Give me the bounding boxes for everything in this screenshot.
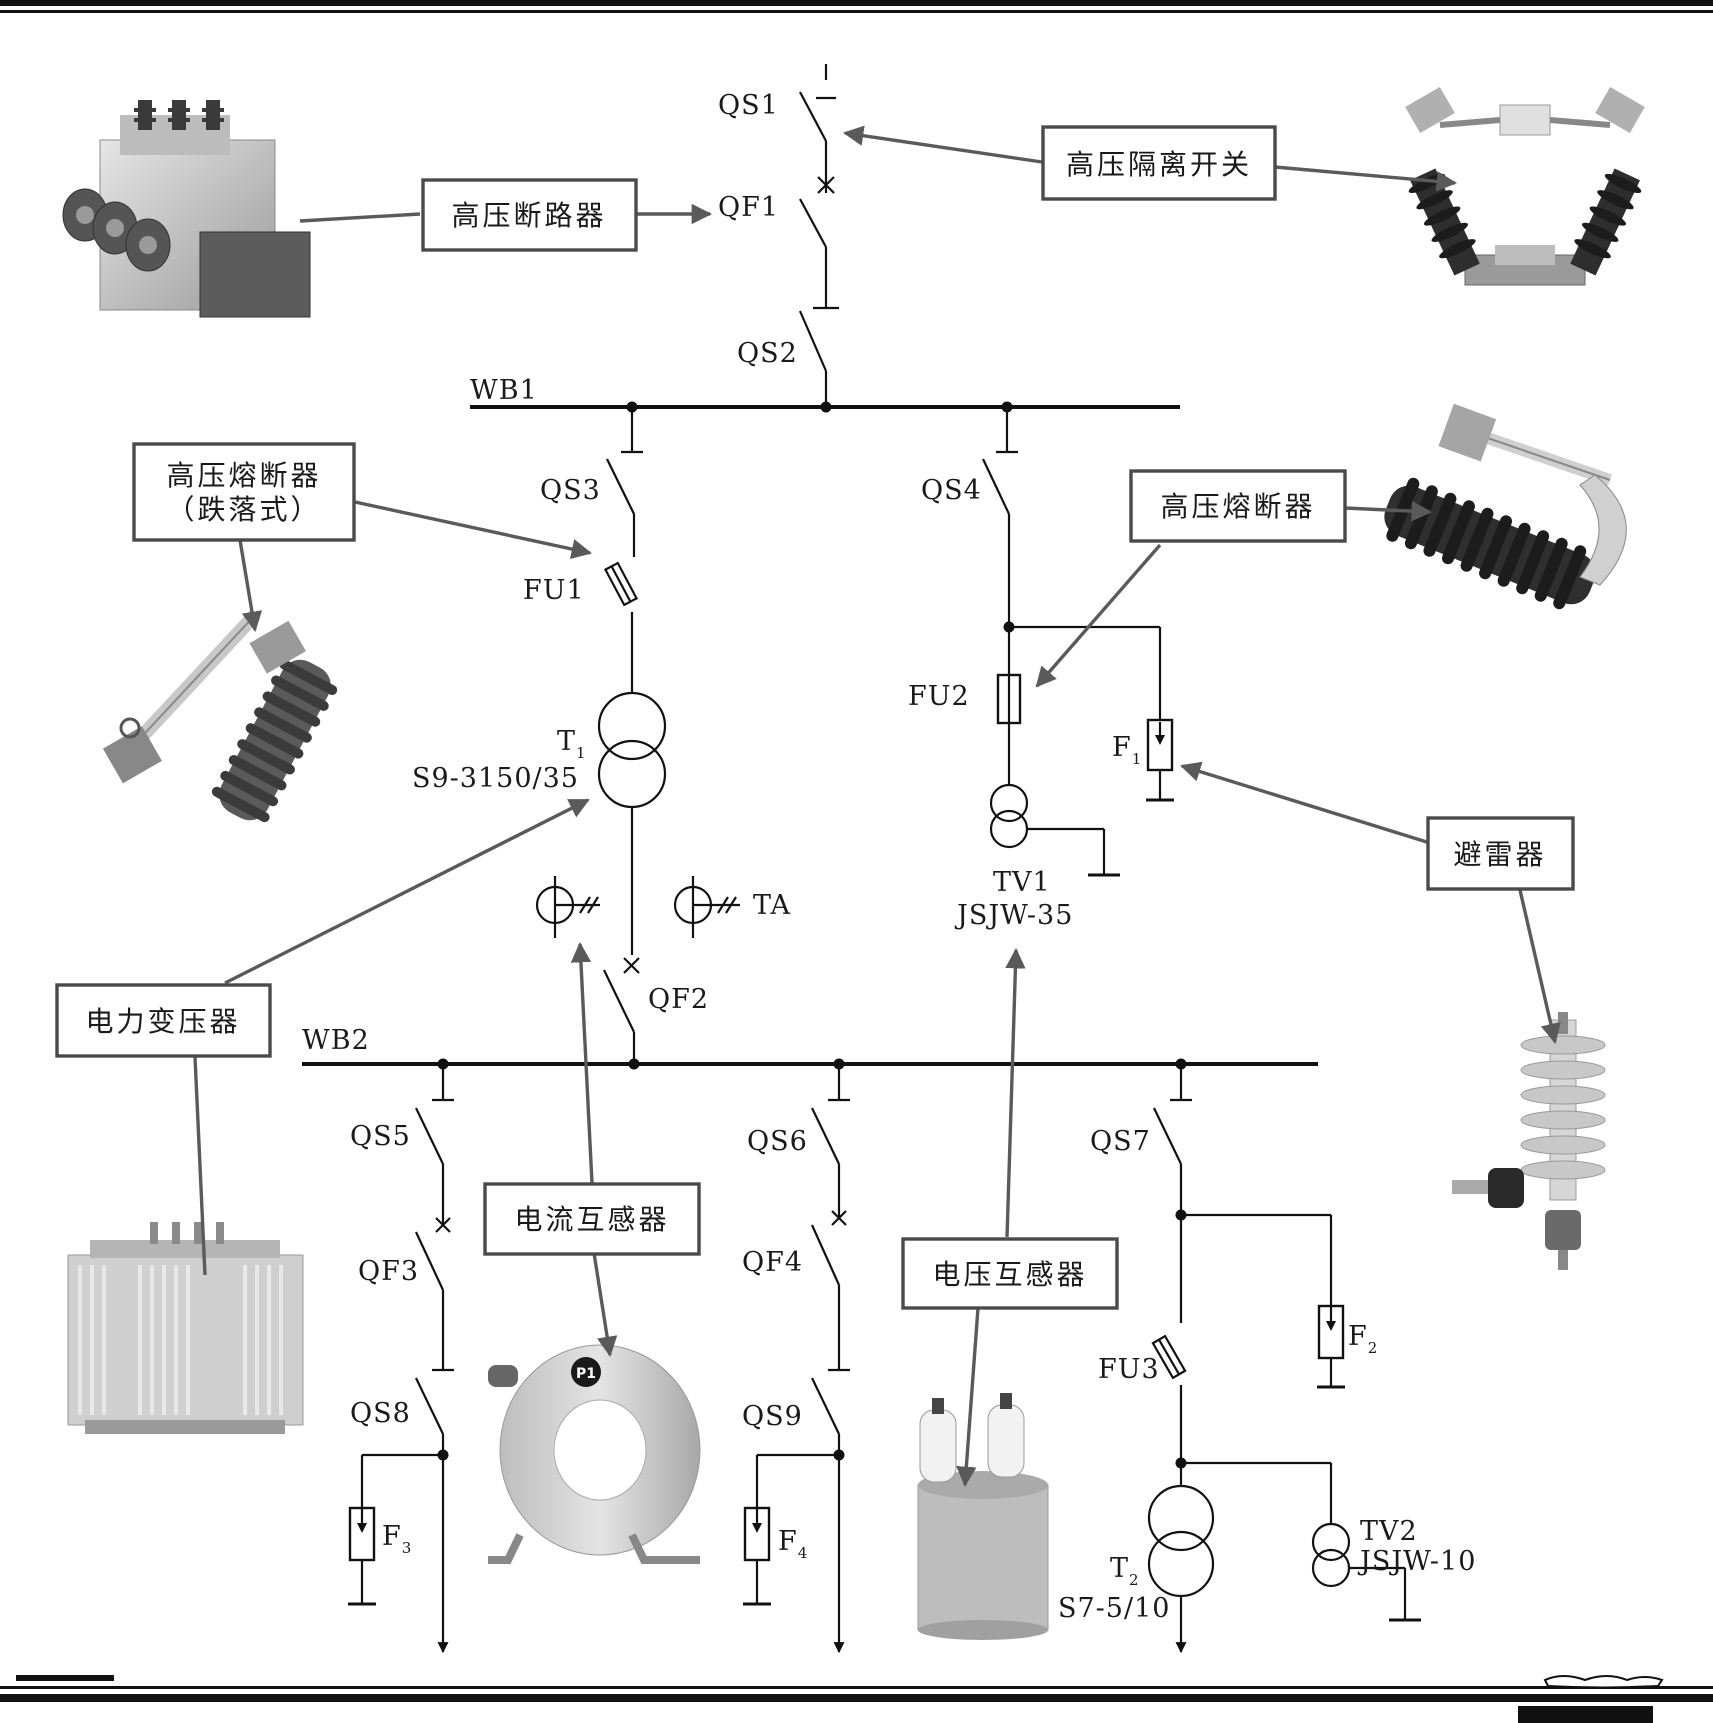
power-transformer-photo xyxy=(67,1222,304,1434)
wb2-junctions xyxy=(432,1058,1192,1102)
branch-voltage-transformer-tv1 xyxy=(982,458,1174,877)
callout-voltage-transformer-text: 电压互感器 xyxy=(932,1258,1087,1291)
ct-badge-text: P1 xyxy=(576,1366,596,1382)
label-qs3: QS3 xyxy=(540,475,601,506)
branch-transformer-t1 xyxy=(535,458,740,1064)
label-f2: F2 xyxy=(1348,1321,1378,1357)
drop-out-fuse-photo xyxy=(102,610,338,823)
callout-power-transformer: 电力变压器 xyxy=(55,983,272,1058)
label-fu2: FU2 xyxy=(908,681,970,712)
wb1-junctions xyxy=(621,401,1018,454)
label-qf1: QF1 xyxy=(718,192,779,223)
callout-breaker-text: 高压断路器 xyxy=(451,199,606,232)
label-f3: F3 xyxy=(382,1521,412,1557)
label-tv2-model: JSJW-10 xyxy=(1357,1546,1476,1577)
callout-current-transformer-text: 电流互感器 xyxy=(514,1203,669,1236)
label-qs5: QS5 xyxy=(350,1121,411,1152)
callout-drop-fuse: 高压熔断器 （跌落式） xyxy=(132,442,356,542)
label-qs8: QS8 xyxy=(350,1398,411,1429)
label-qs6: QS6 xyxy=(747,1126,808,1157)
callout-drop-fuse-line2: （跌落式） xyxy=(166,493,321,526)
callout-fuse: 高压熔断器 xyxy=(1129,469,1347,543)
callout-arrows xyxy=(193,125,1561,1488)
callout-breaker: 高压断路器 xyxy=(421,178,638,252)
label-ta: TA xyxy=(753,890,791,921)
label-fu1: FU1 xyxy=(523,575,585,606)
hv-fuse-photo xyxy=(1384,403,1627,610)
callout-power-transformer-text: 电力变压器 xyxy=(85,1005,240,1038)
callout-arrester-text: 避雷器 xyxy=(1453,838,1546,871)
lightning-arrester-photo xyxy=(1452,1012,1606,1270)
callout-voltage-transformer: 电压互感器 xyxy=(901,1237,1119,1310)
label-t1-model: S9-3150/35 xyxy=(412,763,579,794)
label-t2: T2 xyxy=(1110,1553,1140,1589)
label-qs2: QS2 xyxy=(737,338,798,369)
isolator-switch-photo xyxy=(1405,87,1645,286)
feeder-1 xyxy=(348,1107,454,1654)
label-qs4: QS4 xyxy=(921,475,982,506)
label-fu3: FU3 xyxy=(1098,1354,1160,1385)
label-qf3: QF3 xyxy=(358,1256,419,1287)
label-t2-model: S7-5/10 xyxy=(1058,1593,1170,1624)
label-tv1-model: JSJW-35 xyxy=(954,900,1073,931)
label-tv2: TV2 xyxy=(1360,1516,1418,1547)
label-qf4: QF4 xyxy=(742,1247,803,1278)
label-f1: F1 xyxy=(1112,732,1142,768)
current-transformer-photo: P1 xyxy=(488,1344,701,1564)
label-tv1: TV1 xyxy=(993,867,1051,898)
label-qs7: QS7 xyxy=(1090,1126,1151,1157)
callout-drop-fuse-line1: 高压熔断器 xyxy=(166,459,321,492)
callout-isolator-text: 高压隔离开关 xyxy=(1066,148,1252,181)
label-t1: T1 xyxy=(557,726,587,762)
label-wb2: WB2 xyxy=(302,1025,370,1056)
callout-fuse-text: 高压熔断器 xyxy=(1160,490,1315,523)
label-qf2: QF2 xyxy=(648,984,709,1015)
voltage-transformer-photo xyxy=(917,1393,1049,1640)
top-feeder xyxy=(798,64,839,407)
feeder-3 xyxy=(1147,1107,1421,1654)
label-wb1: WB1 xyxy=(470,375,538,406)
label-qs1: QS1 xyxy=(718,90,779,121)
circuit-breaker-photo xyxy=(62,100,311,318)
feeder-2 xyxy=(743,1107,850,1654)
callout-isolator: 高压隔离开关 xyxy=(1041,125,1277,201)
callout-arrester: 避雷器 xyxy=(1426,816,1575,891)
label-f4: F4 xyxy=(778,1526,808,1562)
label-qs9: QS9 xyxy=(742,1401,803,1432)
callout-current-transformer: 电流互感器 xyxy=(483,1182,701,1256)
